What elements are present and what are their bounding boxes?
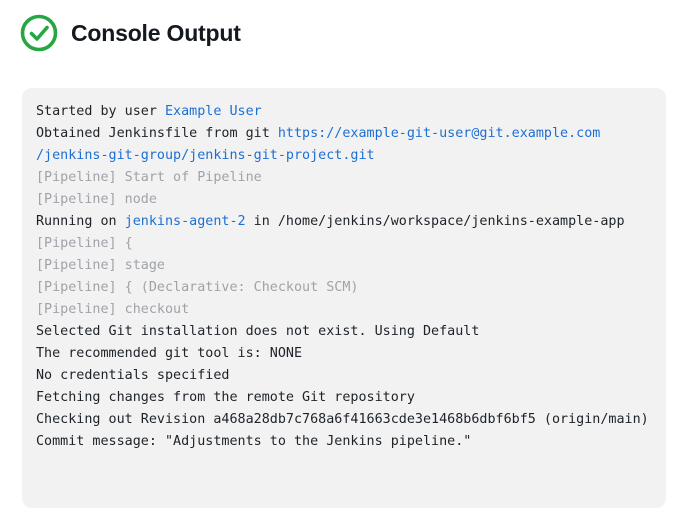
log-text: [Pipeline] node <box>36 192 157 207</box>
log-text: [Pipeline] { <box>36 236 133 251</box>
console-line: Started by user Example User <box>36 101 652 123</box>
log-text: Selected Git installation does not exist… <box>36 324 480 339</box>
console-line: [Pipeline] stage <box>36 255 652 277</box>
log-text: Commit message: "Adjustments to the Jenk… <box>36 434 472 449</box>
log-text: Fetching changes from the remote Git rep… <box>36 390 415 405</box>
log-text: Started by user <box>36 104 165 119</box>
log-text: Obtained Jenkinsfile from git <box>36 126 278 141</box>
log-link[interactable]: Example User <box>165 104 262 119</box>
console-line: Checking out Revision a468a28db7c768a6f4… <box>36 409 652 431</box>
console-line: Fetching changes from the remote Git rep… <box>36 387 652 409</box>
console-line: [Pipeline] checkout <box>36 299 652 321</box>
log-text: [Pipeline] stage <box>36 258 165 273</box>
log-text: [Pipeline] Start of Pipeline <box>36 170 262 185</box>
log-text: No credentials specified <box>36 368 230 383</box>
page-title: Console Output <box>71 19 241 46</box>
console-line: Selected Git installation does not exist… <box>36 321 652 343</box>
console-line: Commit message: "Adjustments to the Jenk… <box>36 431 652 453</box>
log-link[interactable]: /jenkins-git-group/jenkins-git-project.g… <box>36 148 375 163</box>
log-text: Running on <box>36 214 125 229</box>
check-circle-icon <box>20 14 58 52</box>
console-line: The recommended git tool is: NONE <box>36 343 652 365</box>
console-line: Obtained Jenkinsfile from git https://ex… <box>36 123 652 145</box>
console-line: [Pipeline] { (Declarative: Checkout SCM) <box>36 277 652 299</box>
log-link[interactable]: jenkins-agent-2 <box>124 214 246 229</box>
console-line: Running on jenkins-agent-2 in /home/jenk… <box>36 211 652 233</box>
log-text: The recommended git tool is: NONE <box>36 346 303 361</box>
log-text: [Pipeline] checkout <box>36 302 190 317</box>
log-text: in /home/jenkins/workspace/jenkins-examp… <box>245 214 625 229</box>
log-link[interactable]: https://example-git-user@git.example.com <box>277 126 601 141</box>
log-text: [Pipeline] { (Declarative: Checkout SCM) <box>36 280 359 295</box>
console-line: [Pipeline] { <box>36 233 652 255</box>
console-output-header: Console Output <box>0 0 686 52</box>
log-text: Checking out Revision a468a28db7c768a6f4… <box>36 412 649 427</box>
console-line: [Pipeline] node <box>36 189 652 211</box>
console-line: [Pipeline] Start of Pipeline <box>36 167 652 189</box>
console-line: /jenkins-git-group/jenkins-git-project.g… <box>36 145 652 167</box>
console-line: No credentials specified <box>36 365 652 387</box>
